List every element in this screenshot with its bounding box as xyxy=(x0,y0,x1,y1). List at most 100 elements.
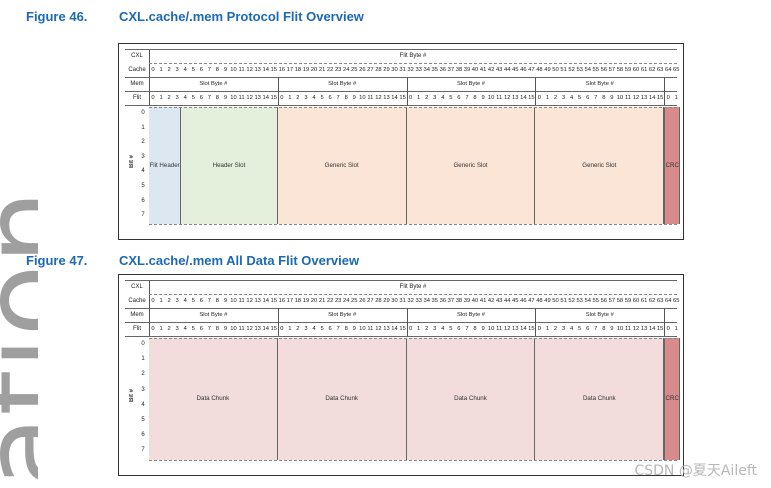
slot-byte-number: 11 xyxy=(367,95,374,101)
bit-number-label: Bit # xyxy=(129,388,135,402)
flit-byte-number: 29 xyxy=(383,67,390,73)
flit-byte-number: 23 xyxy=(334,67,342,73)
header-label-row1: CXL xyxy=(125,49,150,63)
flit-byte-number: 45 xyxy=(512,298,519,304)
flit-byte-number: 36 xyxy=(439,67,447,73)
flit-byte-number: 44 xyxy=(503,298,511,304)
slot-byte-number: 9 xyxy=(352,95,356,101)
slot-byte-number: 13 xyxy=(383,95,390,101)
flit-byte-number: 26 xyxy=(359,298,366,304)
flit-byte-number: 8 xyxy=(215,67,220,73)
slot-byte-number: 2 xyxy=(425,95,429,101)
slot-byte-number: 14 xyxy=(391,326,398,332)
csdn-watermark: CSDN @夏天Aileft xyxy=(634,463,757,479)
flit-byte-number: 18 xyxy=(294,67,302,73)
slot-byte-number: 2 xyxy=(296,95,300,101)
flit-byte-number: 60 xyxy=(632,67,640,73)
slot-byte-number: 12 xyxy=(246,95,253,101)
flit-byte-number: 4 xyxy=(183,67,187,73)
slot-byte-number: 5 xyxy=(320,95,324,101)
slot-byte-number: 2 xyxy=(425,326,429,332)
flit-byte-number: 12 xyxy=(246,67,253,73)
bit-row-index: 2 xyxy=(141,139,145,146)
slot-byte-number: 3 xyxy=(304,95,308,101)
slot-byte-number: 1 xyxy=(288,95,292,101)
slot-byte-number: 7 xyxy=(594,326,598,332)
slot-byte-number: 6 xyxy=(199,326,203,332)
flit-byte-number: 46 xyxy=(520,298,527,304)
flit-byte-number: 56 xyxy=(600,298,608,304)
region-data-chunk: Data Chunk xyxy=(406,338,536,460)
slot-byte-number: 7 xyxy=(594,95,598,101)
slot-byte-header: Slot Byte # xyxy=(199,81,228,87)
slot-byte-number: 0 xyxy=(280,326,284,332)
slot-byte-number: 10 xyxy=(487,95,495,101)
slot-byte-number: 4 xyxy=(441,326,445,332)
flit-byte-number: 5 xyxy=(191,298,195,304)
body-bottom-border xyxy=(149,223,677,225)
flit-byte-number: 61 xyxy=(640,67,648,73)
slot-byte-number: 8 xyxy=(215,95,220,101)
region-generic-slot: Generic Slot xyxy=(535,107,665,224)
flit-byte-number: 24 xyxy=(342,67,350,73)
slot-byte-number: 9 xyxy=(223,95,228,101)
flit-byte-number: 31 xyxy=(399,67,406,73)
flit-byte-number: 0 xyxy=(151,67,155,73)
slot-byte-number: 10 xyxy=(616,95,624,101)
slot-byte-number: 9 xyxy=(610,95,614,101)
slot-byte-number: 11 xyxy=(238,95,245,101)
grid-line xyxy=(125,280,677,281)
slot-byte-number: 15 xyxy=(656,95,664,101)
slot-byte-number: 13 xyxy=(254,95,261,101)
bit-row-index: 1 xyxy=(141,356,145,363)
flit-byte-number: 40 xyxy=(471,298,479,304)
slot-byte-number: 1 xyxy=(159,326,163,332)
flit-byte-number: 27 xyxy=(367,67,374,73)
slot-byte-number: 15 xyxy=(528,95,535,101)
crc-region: CRC xyxy=(664,107,681,224)
body-top-border xyxy=(149,107,677,108)
slot-byte-number: 6 xyxy=(457,326,461,332)
flit-byte-number: 35 xyxy=(431,298,438,304)
flit-byte-number: 3 xyxy=(175,298,179,304)
slot-byte-number: 5 xyxy=(578,326,582,332)
slot-byte-number: 13 xyxy=(640,326,648,332)
slot-byte-number: 0 xyxy=(537,326,542,332)
slot-byte-number: 7 xyxy=(336,326,340,332)
grid-line xyxy=(125,105,677,106)
slot-byte-number: 15 xyxy=(528,326,535,332)
slot-byte-number: 15 xyxy=(656,326,664,332)
flit-byte-number: 15 xyxy=(270,67,277,73)
slot-byte-number: 10 xyxy=(359,326,366,332)
slot-byte-number: 7 xyxy=(207,95,211,101)
flit-byte-number: 22 xyxy=(326,67,334,73)
bit-row-index: 6 xyxy=(141,432,145,439)
flit-byte-number: 6 xyxy=(199,67,203,73)
slot-byte-number: 12 xyxy=(246,326,253,332)
flit-byte-number: 30 xyxy=(391,67,398,73)
flit-byte-number: 14 xyxy=(262,298,269,304)
slot-byte-number: 0 xyxy=(409,326,413,332)
flit-byte-header: Flit Byte # xyxy=(399,284,427,290)
crc-byte-number: 1 xyxy=(674,95,678,101)
flit-byte-number: 63 xyxy=(656,298,664,304)
slot-byte-number: 5 xyxy=(578,95,582,101)
slot-byte-number: 10 xyxy=(616,326,624,332)
body-bottom-border xyxy=(149,459,677,461)
slot-byte-header: Slot Byte # xyxy=(328,312,357,318)
flit-byte-number: 62 xyxy=(648,67,656,73)
slot-byte-number: 2 xyxy=(167,326,171,332)
flit-byte-number: 49 xyxy=(544,298,551,304)
slot-byte-number: 10 xyxy=(359,95,366,101)
slot-divider xyxy=(535,308,537,336)
slot-byte-number: 13 xyxy=(383,326,390,332)
slot-byte-number: 6 xyxy=(199,95,203,101)
flit-byte-number: 41 xyxy=(479,298,487,304)
slot-byte-number: 12 xyxy=(503,95,511,101)
slot-byte-number: 14 xyxy=(520,326,527,332)
flit-byte-number: 23 xyxy=(334,298,342,304)
slot-byte-number: 12 xyxy=(503,326,511,332)
bit-row-index: 2 xyxy=(141,371,145,378)
crc-byte-number: 0 xyxy=(666,326,670,332)
slot-byte-header: Slot Byte # xyxy=(585,81,614,87)
